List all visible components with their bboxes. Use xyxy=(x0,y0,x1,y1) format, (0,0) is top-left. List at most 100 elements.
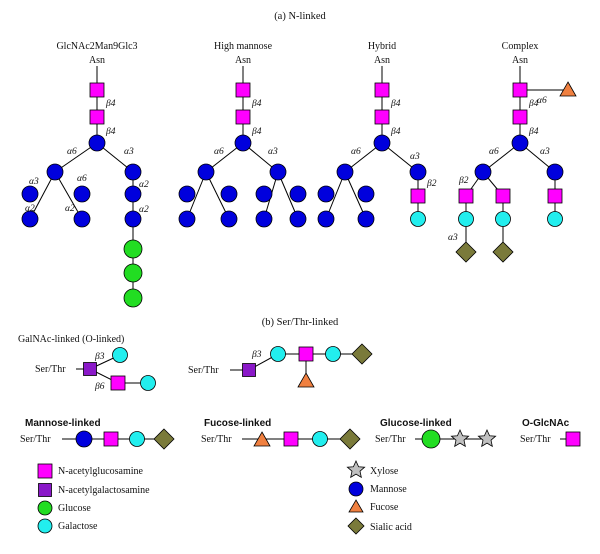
link-label: β4 xyxy=(251,99,262,109)
high-mannose-title: High mannose xyxy=(214,41,273,52)
mannose-node xyxy=(357,210,375,228)
mannose-node xyxy=(409,163,427,181)
mannose-node xyxy=(317,210,335,228)
mannose-node xyxy=(220,210,238,228)
ser-thr-label: Ser/Thr xyxy=(35,364,66,375)
link-label: α2 xyxy=(139,180,149,190)
galactose-node xyxy=(112,347,128,363)
o-glcnac-title: O-GlcNAc xyxy=(522,418,570,429)
link-label: α3 xyxy=(124,147,134,157)
glcnac-node xyxy=(410,188,426,204)
glucose-node xyxy=(123,239,143,259)
link-label: α6 xyxy=(489,147,499,157)
mannose-linked-title: Mannose-linked xyxy=(25,418,101,429)
galnac-node xyxy=(242,363,256,377)
link-label: β4 xyxy=(528,99,539,109)
sialic-acid-node xyxy=(351,343,373,365)
glucose-node xyxy=(123,288,143,308)
hybrid-structure: Hybrid Asn β4 β4 α6 α3 β2 xyxy=(317,41,437,228)
link-label: β4 xyxy=(251,127,262,137)
link-label: β4 xyxy=(105,99,116,109)
asn-label: Asn xyxy=(512,55,528,66)
link-label: β2 xyxy=(426,179,437,189)
galnac-linked-structure: GalNAc-linked (O-linked) Ser/Thr β3 β6 xyxy=(18,334,156,392)
galactose-node xyxy=(129,431,145,447)
legend-item-glucose: Glucose xyxy=(37,500,91,516)
link-label: α6 xyxy=(351,147,361,157)
link-label: α6 xyxy=(67,147,77,157)
fucose-triangle-icon xyxy=(348,499,364,513)
mannose-node xyxy=(21,185,39,203)
galactose-node xyxy=(458,211,474,227)
mannose-node xyxy=(511,134,529,152)
link-label: β4 xyxy=(390,99,401,109)
mannose-node xyxy=(255,210,273,228)
link-label: β6 xyxy=(94,382,105,392)
mannose-node xyxy=(234,134,252,152)
legend-label: Sialic acid xyxy=(370,522,412,533)
legend-item-fucose: Fucose xyxy=(348,499,399,513)
mannose-node xyxy=(178,210,196,228)
glcnac-node xyxy=(89,82,105,98)
mannose-node xyxy=(255,185,273,203)
mannose-linked-structure: Mannose-linked Ser/Thr xyxy=(20,418,175,450)
hybrid-title: Hybrid xyxy=(368,41,396,52)
glcnac-node xyxy=(374,109,390,125)
galactose-circle-icon xyxy=(37,518,53,534)
fucose-node xyxy=(297,372,315,388)
link-label: β4 xyxy=(390,127,401,137)
legend-label: Galactose xyxy=(58,521,98,532)
link-label: β3 xyxy=(94,352,105,362)
link-label: β3 xyxy=(251,350,262,360)
core-fucosylated-structure: Ser/Thr β3 xyxy=(188,343,373,388)
legend-label: N-acetylglucosamine xyxy=(58,466,144,477)
link-label: β4 xyxy=(105,127,116,137)
glcnac-node xyxy=(103,431,119,447)
glcnac-node xyxy=(512,82,528,98)
glcnac-node xyxy=(495,188,511,204)
galactose-node xyxy=(312,431,328,447)
glcnac2man9glc3-structure: GlcNAc2Man9Glc3 Asn β4 β4 α6 α3 α3 α6 α2… xyxy=(21,41,149,308)
ser-thr-label: Ser/Thr xyxy=(201,434,232,445)
xylose-star-icon xyxy=(346,460,366,478)
link-label: α3 xyxy=(448,233,458,243)
ser-thr-label: Ser/Thr xyxy=(20,434,51,445)
mannose-node xyxy=(88,134,106,152)
legend-label: Xylose xyxy=(370,466,399,477)
glucose-linked-title: Glucose-linked xyxy=(380,418,452,429)
sialic-acid-diamond-icon xyxy=(347,517,365,535)
galnac-square-icon xyxy=(38,483,52,497)
mannose-node xyxy=(73,210,91,228)
mannose-node xyxy=(546,163,564,181)
galnac-node xyxy=(83,362,97,376)
mannose-node xyxy=(269,163,287,181)
glucose-node xyxy=(421,429,441,449)
legend-label: N-acetylgalactosamine xyxy=(58,485,150,496)
complex-structure: Complex Asn β4 β4 α6 α3 β2 α3 α6 xyxy=(448,41,577,263)
legend-item-mannose: Mannose xyxy=(348,481,407,497)
ser-thr-label: Ser/Thr xyxy=(188,365,219,376)
o-glcnac-structure: O-GlcNAc Ser/Thr xyxy=(520,418,581,447)
asn-label: Asn xyxy=(89,55,105,66)
link-label: β4 xyxy=(528,127,539,137)
fucose-linked-structure: Fucose-linked Ser/Thr xyxy=(201,418,361,450)
glcnac-node xyxy=(89,109,105,125)
glcnac2man9glc3-title: GlcNAc2Man9Glc3 xyxy=(56,41,137,52)
section-a-title: (a) N-linked xyxy=(274,11,326,22)
ser-thr-label: Ser/Thr xyxy=(520,434,551,445)
section-b-title: (b) Ser/Thr-linked xyxy=(262,317,339,328)
mannose-node xyxy=(289,185,307,203)
mannose-node xyxy=(474,163,492,181)
legend-label: Fucose xyxy=(370,502,399,513)
mannose-node xyxy=(317,185,335,203)
mannose-node xyxy=(46,163,64,181)
glucose-node xyxy=(123,263,143,283)
mannose-node xyxy=(357,185,375,203)
legend-item-galnac: N-acetylgalactosamine xyxy=(38,483,150,497)
glcnac-node xyxy=(283,431,299,447)
link-label: α6 xyxy=(537,96,547,106)
legend-item-glcnac: N-acetylglucosamine xyxy=(37,463,144,479)
mannose-node xyxy=(124,163,142,181)
mannose-node xyxy=(336,163,354,181)
link-label: α6 xyxy=(77,174,87,184)
